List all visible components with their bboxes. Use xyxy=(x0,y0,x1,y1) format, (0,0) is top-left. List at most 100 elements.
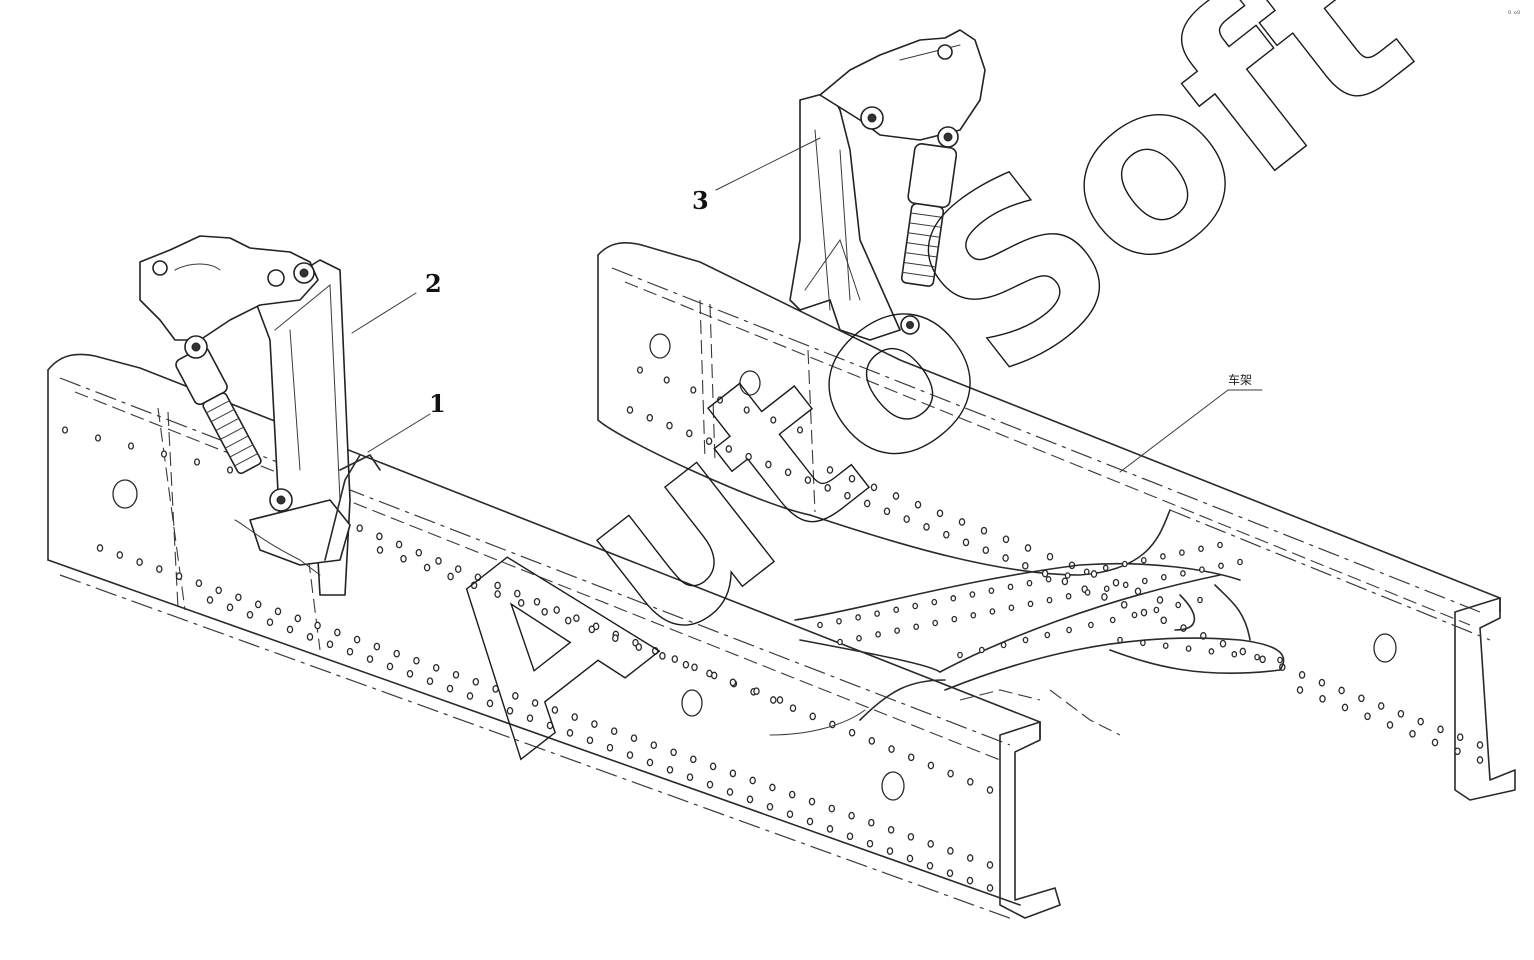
rivet-hole xyxy=(96,544,104,552)
rivet-hole xyxy=(663,376,670,384)
rivet-hole xyxy=(659,652,666,660)
rivet-hole xyxy=(366,655,374,663)
rivet-hole xyxy=(226,466,234,474)
rivet-hole xyxy=(824,484,831,492)
rivet-hole xyxy=(690,755,697,764)
rivet-hole xyxy=(452,670,460,679)
rivet-hole xyxy=(486,699,494,708)
rivet-hole xyxy=(494,590,501,598)
rivet-hole xyxy=(373,642,381,651)
rivet-hole xyxy=(729,678,737,687)
rivet-hole xyxy=(466,692,474,700)
rivet-hole xyxy=(826,466,834,474)
rivet-hole xyxy=(932,619,939,627)
rivet-hole xyxy=(1217,541,1223,549)
rivet-hole xyxy=(868,818,875,827)
rivet-hole xyxy=(1134,587,1142,596)
rivet-hole xyxy=(1219,639,1227,648)
rivet-hole xyxy=(1024,544,1032,552)
callout-leaders xyxy=(351,137,1263,473)
rivet-hole xyxy=(195,579,203,588)
rivet-hole xyxy=(788,790,796,799)
rivet-hole xyxy=(844,491,851,500)
rivet-hole xyxy=(432,663,440,672)
rivet-hole xyxy=(630,734,638,743)
rivet-hole xyxy=(875,631,881,638)
rivet-hole xyxy=(1041,569,1049,578)
rivet-hole xyxy=(1109,616,1116,624)
rivet-hole xyxy=(809,712,816,721)
rivet-hole xyxy=(1476,756,1484,764)
rivet-hole xyxy=(967,777,974,786)
rivet-hole xyxy=(982,546,990,555)
rivet-hole xyxy=(474,573,482,582)
rivet-hole xyxy=(127,442,135,450)
rivet-hole xyxy=(571,713,578,721)
front-rail-holes xyxy=(61,426,994,892)
rivet-hole xyxy=(531,699,539,707)
rivet-hole xyxy=(1044,631,1051,639)
rivet-hole xyxy=(1231,651,1238,658)
rivet-hole xyxy=(837,638,843,646)
rivet-hole xyxy=(855,614,861,621)
rivet-hole xyxy=(1027,600,1034,608)
rivet-hole xyxy=(1066,626,1072,634)
rivet-hole xyxy=(626,751,634,759)
rivet-hole xyxy=(423,563,431,572)
callout-3: 3 xyxy=(692,186,709,215)
rivet-hole xyxy=(1160,553,1166,560)
rivet-hole xyxy=(1197,596,1203,604)
rivet-hole xyxy=(907,832,915,841)
rivet-hole xyxy=(1101,593,1108,601)
rivet-hole xyxy=(160,450,168,458)
rivet-hole xyxy=(1121,560,1128,568)
rivet-hole xyxy=(729,769,737,778)
rivet-hole xyxy=(517,599,525,607)
rivet-hole xyxy=(913,623,920,631)
rivet-hole xyxy=(770,696,777,704)
rivet-hole xyxy=(586,736,594,745)
rivet-hole xyxy=(1199,566,1205,573)
rivet-hole xyxy=(1298,671,1306,679)
rivet-hole xyxy=(1090,570,1098,578)
rivet-hole xyxy=(817,621,823,629)
rivet-hole xyxy=(526,714,534,723)
rivet-hole xyxy=(326,640,334,649)
rivet-hole xyxy=(883,507,891,516)
rivet-hole xyxy=(808,797,816,806)
rivet-hole xyxy=(136,558,143,566)
rivet-hole xyxy=(856,634,862,642)
rivet-hole xyxy=(215,586,222,595)
rivet-hole xyxy=(893,606,900,614)
rivet-hole xyxy=(1358,694,1365,703)
rivet-hole xyxy=(927,761,935,770)
rivet-hole xyxy=(706,669,713,678)
rivet-hole xyxy=(836,617,842,625)
rivet-hole xyxy=(978,646,985,654)
rivet-hole xyxy=(116,551,124,559)
rivet-hole xyxy=(1026,579,1033,587)
rivet-hole xyxy=(886,847,894,855)
rivet-hole xyxy=(863,499,871,508)
rivet-hole xyxy=(931,598,938,606)
rivet-hole xyxy=(846,832,854,841)
rivet-hole xyxy=(1259,655,1266,664)
rivet-hole xyxy=(454,565,462,573)
rivet-hole xyxy=(943,530,950,539)
rivet-hole xyxy=(533,597,541,606)
rivet-hole xyxy=(610,727,618,736)
rivet-hole xyxy=(1431,738,1439,747)
rivet-hole xyxy=(1046,596,1053,604)
rivet-hole xyxy=(804,476,812,484)
rivet-hole xyxy=(936,509,944,518)
rivet-hole xyxy=(1088,621,1094,629)
rivet-hole xyxy=(776,696,784,704)
rivet-hole xyxy=(1141,577,1148,585)
rivet-hole xyxy=(706,780,714,789)
rivet-hole xyxy=(986,861,994,869)
rivet-hole xyxy=(1160,573,1167,581)
rear-suspension-assembly xyxy=(789,29,986,341)
rivet-hole xyxy=(426,677,434,686)
rivet-hole xyxy=(353,635,361,644)
rivet-hole xyxy=(1046,552,1054,561)
